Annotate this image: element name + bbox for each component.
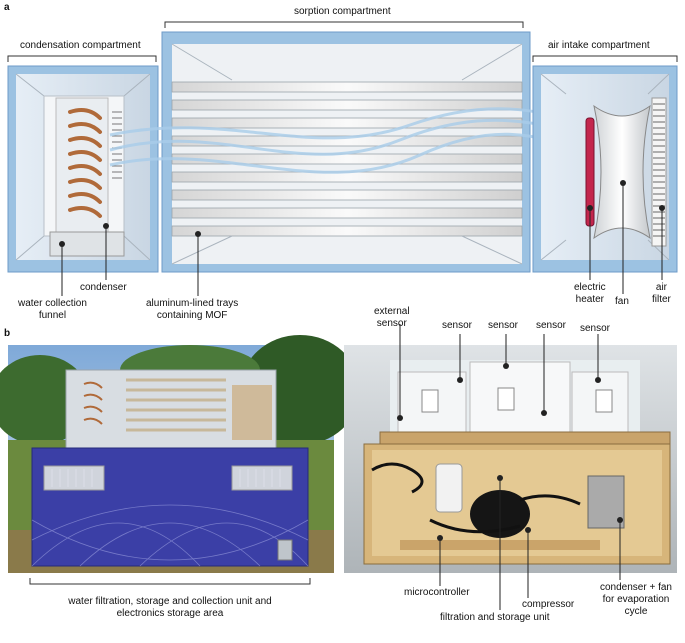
- sensor-label-3: sensor: [536, 320, 567, 331]
- filtration-storage-label: filtration and storage unit: [440, 612, 550, 623]
- condenser-coil: [68, 108, 102, 218]
- condenser-label: condenser: [80, 282, 127, 293]
- fan-label: fan: [615, 296, 629, 307]
- panel-a-letter: a: [4, 2, 10, 13]
- mof-trays: [171, 81, 523, 237]
- leader-lines-a: [61, 183, 663, 296]
- sensor-label-4: sensor: [580, 323, 611, 334]
- microcontroller-label: microcontroller: [404, 587, 470, 598]
- sensor-label-1: sensor: [442, 320, 473, 331]
- left-vent: [43, 465, 105, 491]
- panel-b-letter: b: [4, 328, 11, 339]
- sorption-compartment-title: sorption compartment: [294, 6, 391, 17]
- panel-a-diagram: [7, 21, 678, 296]
- condensation-compartment: [7, 65, 159, 273]
- leader-lines-b: [399, 324, 621, 610]
- left-caption-bracket: [29, 578, 311, 585]
- air-intake-compartment: [532, 65, 678, 273]
- air-intake-compartment-title: air intake compartment: [548, 40, 650, 51]
- left-photo-caption: water filtration, storage and collection…: [68, 596, 272, 619]
- condenser-fins: [112, 111, 122, 179]
- lab-interior-photo: [344, 345, 677, 573]
- condensation-compartment-title: condensation compartment: [20, 40, 141, 51]
- fan-housing: [593, 104, 651, 240]
- right-vent: [231, 465, 293, 491]
- sensor-label-2: sensor: [488, 320, 519, 331]
- outdoor-device-photo: [0, 335, 360, 573]
- compressor-label: compressor: [522, 599, 575, 610]
- compartment-brackets: [7, 21, 678, 62]
- storage-bottle: [435, 463, 463, 513]
